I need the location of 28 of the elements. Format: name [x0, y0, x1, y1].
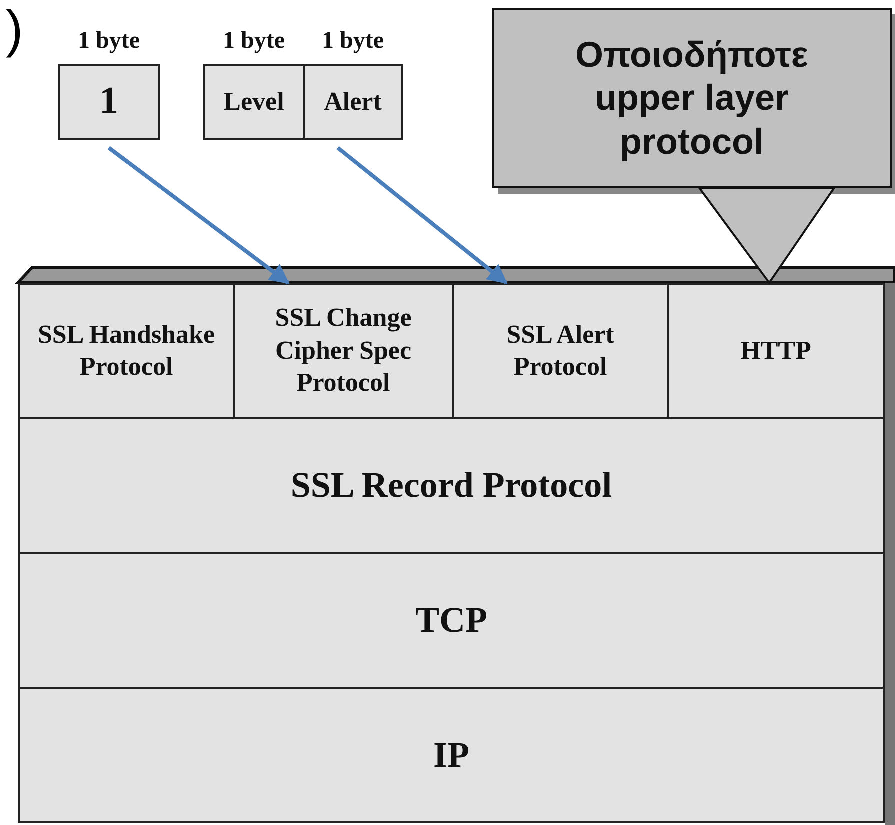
- size-label: 1 byte: [223, 28, 285, 55]
- layer-label: SSL Record Protocol: [290, 464, 612, 507]
- layer-label: SSL Alert Protocol: [506, 318, 616, 383]
- layer-label: 1: [100, 79, 118, 124]
- protocol-layer: [18, 417, 885, 554]
- callout-text: Οποιοδήποτε upper layer protocol: [574, 33, 810, 163]
- field-cell: [58, 64, 160, 140]
- layer-label: SSL Change Cipher Spec Protocol: [274, 302, 413, 400]
- field-cell: [303, 64, 403, 140]
- layer-label: SSL Handshake Protocol: [36, 318, 216, 383]
- arrow: [108, 146, 290, 285]
- layer-label: TCP: [416, 599, 488, 642]
- arrow: [336, 146, 508, 285]
- layer-label: IP: [434, 734, 470, 776]
- callout-pointer: [697, 187, 836, 285]
- protocol-layer: [233, 283, 454, 419]
- layer-label: HTTP: [740, 334, 812, 367]
- protocol-layer: [18, 552, 885, 689]
- protocol-layer: [18, 687, 885, 823]
- field-cell: [203, 64, 305, 140]
- protocol-layer: [667, 283, 885, 419]
- protocol-layer: [18, 283, 235, 419]
- protocol-layer: [452, 283, 669, 419]
- parenthesis: ): [6, 2, 24, 60]
- size-label: 1 byte: [322, 28, 384, 55]
- layer-label: Alert: [324, 86, 382, 118]
- size-label: 1 byte: [78, 28, 140, 55]
- layer-label: Level: [224, 86, 284, 118]
